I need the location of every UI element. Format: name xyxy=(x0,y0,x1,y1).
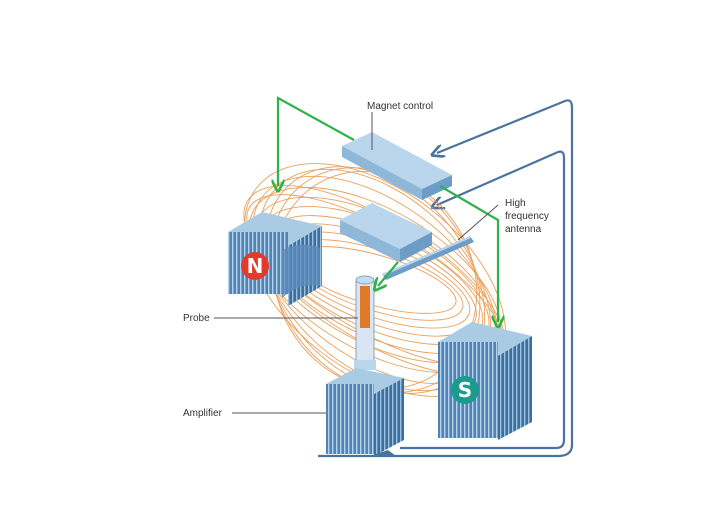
control-arrow-south xyxy=(439,185,498,322)
control-arrow-north xyxy=(278,96,355,186)
amplifier-block xyxy=(326,368,404,456)
probe xyxy=(354,275,376,370)
north-badge xyxy=(241,252,269,280)
magnet-control-label: Magnet control xyxy=(367,101,433,112)
antenna-label-line2: frequency xyxy=(505,211,549,222)
signal-lines xyxy=(318,99,574,458)
north-pole-label: N xyxy=(247,254,264,278)
leader-lines xyxy=(214,112,499,414)
inner-signal-line xyxy=(400,150,566,450)
control-arrows xyxy=(278,96,498,322)
magnet-control-block xyxy=(342,132,452,200)
control-arrow-probe xyxy=(378,261,399,286)
coil-block xyxy=(340,203,432,262)
outer-signal-line xyxy=(318,99,574,458)
antenna-rod xyxy=(382,236,474,280)
south-pole-label: S xyxy=(458,378,472,402)
probe-label: Probe xyxy=(183,313,210,324)
antenna-label-line1: High xyxy=(505,198,526,209)
south-badge xyxy=(451,376,479,404)
south-magnet: S xyxy=(438,322,532,440)
antenna-label-line3: antenna xyxy=(505,224,542,235)
amplifier-label: Amplifier xyxy=(183,408,223,419)
north-magnet: N xyxy=(228,212,322,306)
